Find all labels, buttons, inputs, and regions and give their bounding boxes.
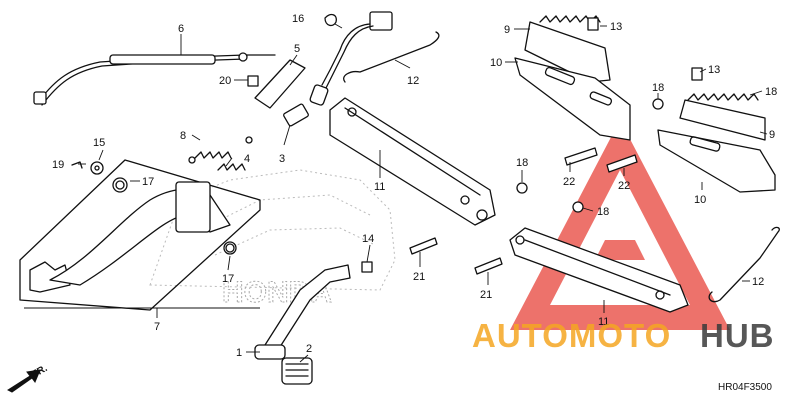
callout-5: 5 [294, 43, 300, 55]
callout-18-c: 18 [652, 82, 664, 94]
callout-18-b: 18 [597, 206, 609, 218]
footpeg-9-10-left [514, 15, 664, 141]
callout-2: 2 [306, 343, 312, 355]
hook-12-upper [343, 31, 440, 83]
callout-19: 19 [52, 159, 64, 171]
callout-9-right: 9 [769, 129, 775, 141]
diagram-code: HR04F3500 [718, 382, 772, 393]
watermark-brand-part2: HUB [700, 317, 775, 354]
callouts: 6 5 16 3 4 8 20 12 11 7 17 15 19 17 14 1… [52, 13, 777, 359]
callout-13-right: 13 [708, 64, 720, 76]
callout-20: 20 [219, 75, 231, 87]
callout-14: 14 [362, 233, 374, 245]
brake-switch-assembly [254, 11, 393, 127]
footpeg-stay-11-upper [329, 97, 528, 226]
callout-10-left: 10 [490, 57, 502, 69]
watermark-brand-part1: AUTOMOTO [472, 317, 671, 354]
callout-22-b: 22 [618, 180, 630, 192]
callout-21-a: 21 [413, 271, 425, 283]
clutch-cable-6 [33, 52, 276, 106]
callout-12-upper: 12 [407, 75, 419, 87]
bolts-21 [409, 237, 503, 275]
footpeg-stay-11-lower [509, 201, 689, 313]
callout-12-lower: 12 [752, 276, 764, 288]
bolts-22 [564, 147, 638, 173]
callout-15: 15 [93, 137, 105, 149]
callout-10-right: 10 [694, 194, 706, 206]
callout-11-upper: 11 [374, 181, 385, 193]
springs [188, 136, 253, 171]
leader-lines [24, 23, 768, 363]
hook-12-lower [708, 226, 780, 303]
callout-18-a: 18 [516, 157, 528, 169]
callout-6: 6 [178, 23, 184, 35]
callout-22-a: 22 [563, 176, 575, 188]
callout-1: 1 [236, 347, 242, 359]
watermark-brand: AUTOMOTO HUB [472, 317, 775, 354]
callout-17-upper: 17 [142, 176, 154, 188]
callout-9-left: 9 [504, 24, 510, 36]
callout-17-lower: 17 [222, 273, 234, 285]
callout-13-left: 13 [610, 21, 622, 33]
small-hardware [71, 161, 235, 253]
callout-3: 3 [279, 153, 285, 165]
callout-16: 16 [292, 13, 304, 25]
callout-8: 8 [180, 130, 186, 142]
callout-21-b: 21 [480, 289, 492, 301]
front-direction-indicator: FR. [6, 363, 50, 393]
direction-label: FR. [30, 363, 50, 381]
brake-pedal-7 [19, 159, 261, 311]
footpeg-9-10-right [657, 67, 776, 193]
shift-pedal [254, 261, 373, 385]
callout-7: 7 [154, 321, 160, 333]
callout-18-d: 18 [765, 86, 777, 98]
callout-4: 4 [244, 153, 250, 165]
callout-11-lower: 11 [598, 316, 609, 328]
bolt-20 [247, 75, 259, 87]
